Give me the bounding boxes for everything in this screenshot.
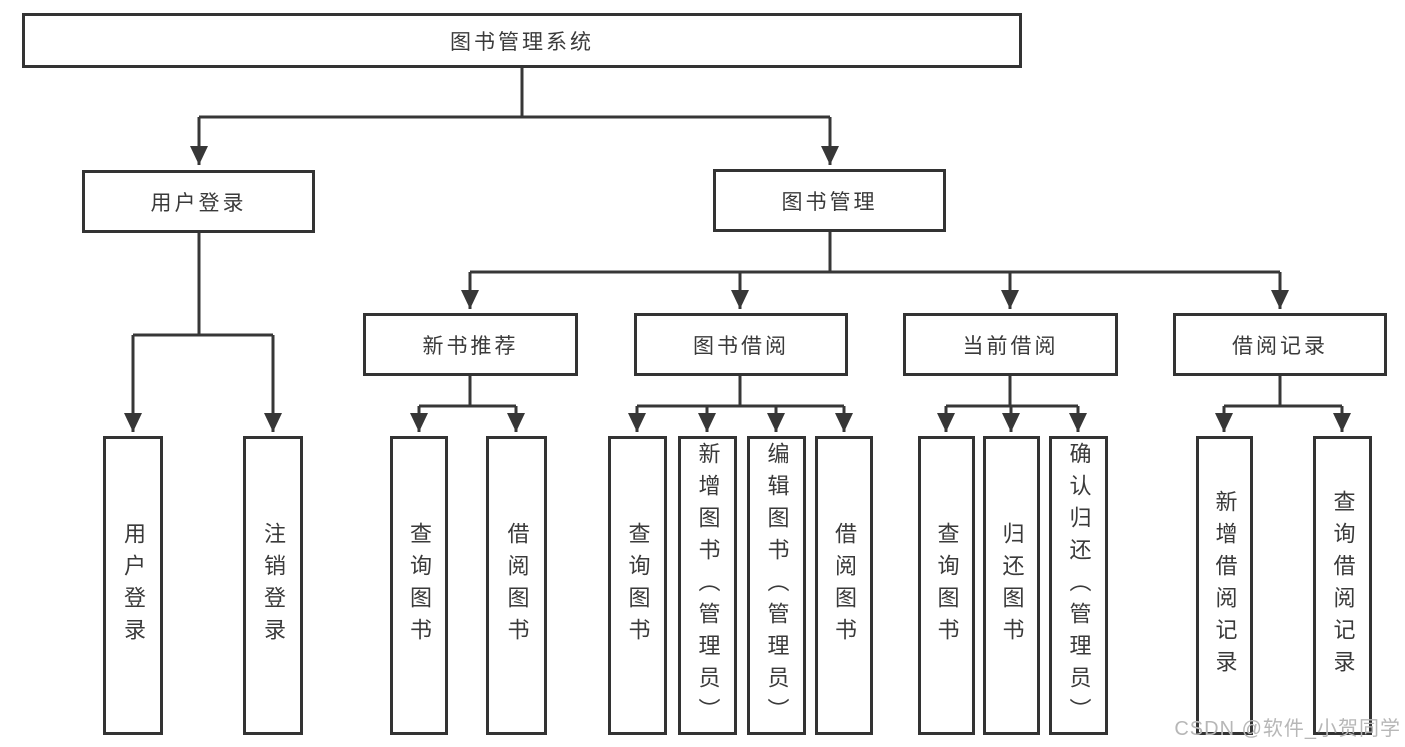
node-user-login: 用户登录 (82, 170, 315, 233)
leaf-confirm-return-admin: 确认归还（管理员） (1049, 436, 1108, 735)
leaf-query-books-borrow: 查询图书 (608, 436, 667, 735)
leaf-logout: 注销登录 (243, 436, 303, 735)
leaf-borrow-books: 借阅图书 (815, 436, 873, 735)
node-book-management: 图书管理 (713, 169, 946, 232)
node-new-book-recommend: 新书推荐 (363, 313, 578, 376)
leaf-edit-book-admin: 编辑图书（管理员） (747, 436, 806, 735)
node-system-root: 图书管理系统 (22, 13, 1022, 68)
leaf-borrow-books-recommend: 借阅图书 (486, 436, 547, 735)
node-borrow-records: 借阅记录 (1173, 313, 1387, 376)
node-book-borrow: 图书借阅 (634, 313, 848, 376)
leaf-query-books-current: 查询图书 (918, 436, 975, 735)
leaf-return-book: 归还图书 (983, 436, 1040, 735)
leaf-user-login: 用户登录 (103, 436, 163, 735)
csdn-watermark: CSDN @软件_小贺同学 (1174, 718, 1401, 740)
leaf-query-books-recommend: 查询图书 (390, 436, 448, 735)
leaf-add-book-admin: 新增图书（管理员） (678, 436, 737, 735)
leaf-add-borrow-record: 新增借阅记录 (1196, 436, 1253, 735)
leaf-query-borrow-record: 查询借阅记录 (1313, 436, 1372, 735)
node-current-borrow: 当前借阅 (903, 313, 1118, 376)
